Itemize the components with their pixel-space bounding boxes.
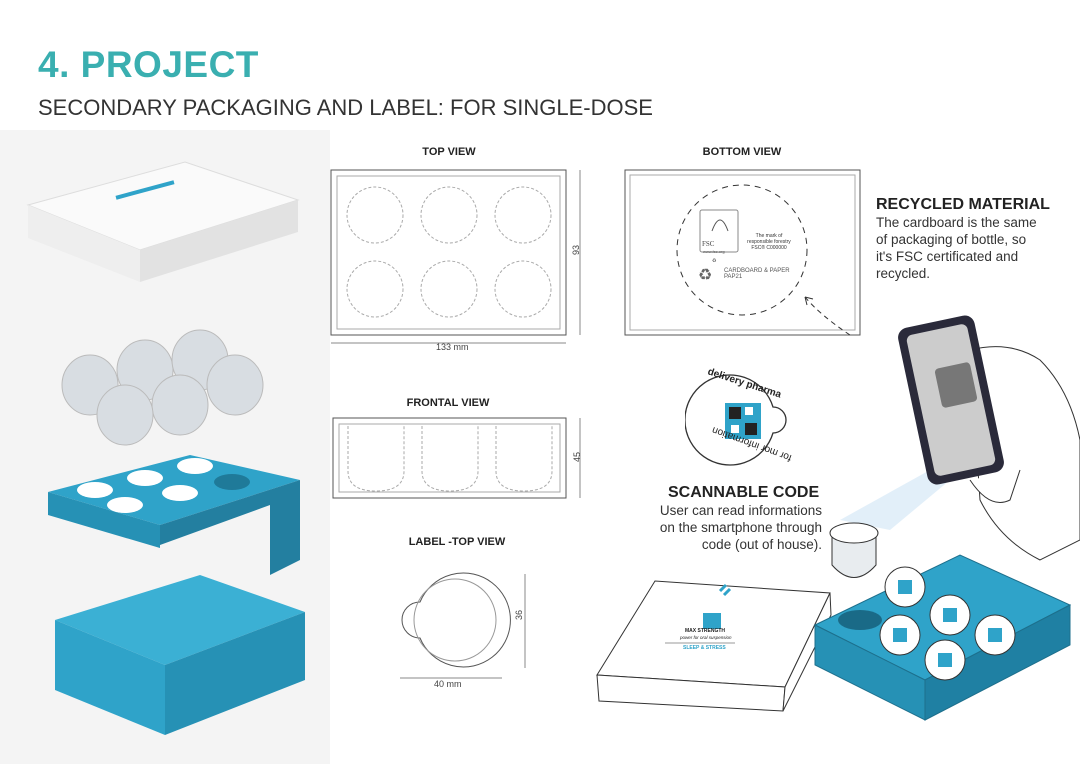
box-strength: MAX STRENGTH xyxy=(685,628,725,634)
recycle-text: CARDBOARD & PAPER xyxy=(724,268,790,274)
box-desc: power for oral suspension xyxy=(680,635,732,640)
fsc-code: FSC® C000000 xyxy=(751,245,787,251)
recycled-line: recycled. xyxy=(876,266,931,281)
scannable-line: User can read informations xyxy=(659,503,822,518)
frontal-view-height: 45 xyxy=(572,451,583,463)
phone-scanning-illustration xyxy=(840,315,1080,561)
top-view-width: 133 mm xyxy=(436,342,469,352)
box-variant: SLEEP & STRESS xyxy=(683,645,726,651)
frontal-view-label: FRONTAL VIEW xyxy=(406,397,490,409)
blue-box-base xyxy=(55,575,305,735)
frontal-view-drawing xyxy=(332,417,581,499)
top-view-label: TOP VIEW xyxy=(422,146,476,158)
recycled-line: of packaging of bottle, so xyxy=(876,232,1027,247)
single-dose-pods xyxy=(61,329,264,446)
bottom-view-label: BOTTOM VIEW xyxy=(702,146,782,158)
fsc-mark: FSC xyxy=(702,240,715,248)
recycle-code: PAP21 xyxy=(724,274,743,280)
fsc-text-1: The mark of xyxy=(755,233,783,239)
label-top-view-drawing xyxy=(400,572,526,679)
recycled-line: The cardboard is the same xyxy=(876,215,1037,230)
exploded-packaging-render xyxy=(0,130,330,764)
scannable-line: on the smartphone through xyxy=(659,520,822,535)
top-view-height: 93 xyxy=(571,244,582,256)
scannable-line: code (out of house). xyxy=(701,537,822,552)
label-width: 40 mm xyxy=(434,679,462,689)
sticker-label-illustration xyxy=(685,374,787,466)
blue-tray xyxy=(48,455,300,575)
label-height: 36 xyxy=(514,609,525,621)
box-lid xyxy=(26,161,300,282)
tray-with-pods-illustration xyxy=(813,522,1072,721)
recycled-material-section: RECYCLED MATERIAL The cardboard is the s… xyxy=(876,196,1050,282)
product-box-illustration xyxy=(596,580,832,712)
fsc-text-2: responsible forestry xyxy=(747,239,791,245)
top-view-drawing xyxy=(330,169,581,344)
bottom-view-drawing: ♻ ♻ xyxy=(624,169,861,336)
page-title: 4. PROJECT xyxy=(38,44,259,85)
recycled-title: RECYCLED MATERIAL xyxy=(876,196,1050,213)
svg-text:♻: ♻ xyxy=(712,258,717,264)
page-subtitle: SECONDARY PACKAGING AND LABEL: FOR SINGL… xyxy=(38,95,653,120)
scannable-code-section: SCANNABLE CODE User can read information… xyxy=(620,484,822,553)
recycled-line: it's FSC certificated and xyxy=(876,249,1019,264)
fsc-site: www.fsc.org xyxy=(703,249,725,254)
scannable-title: SCANNABLE CODE xyxy=(668,484,820,501)
label-top-view-label: LABEL -TOP VIEW xyxy=(408,536,506,548)
svg-text:♻: ♻ xyxy=(698,267,712,284)
